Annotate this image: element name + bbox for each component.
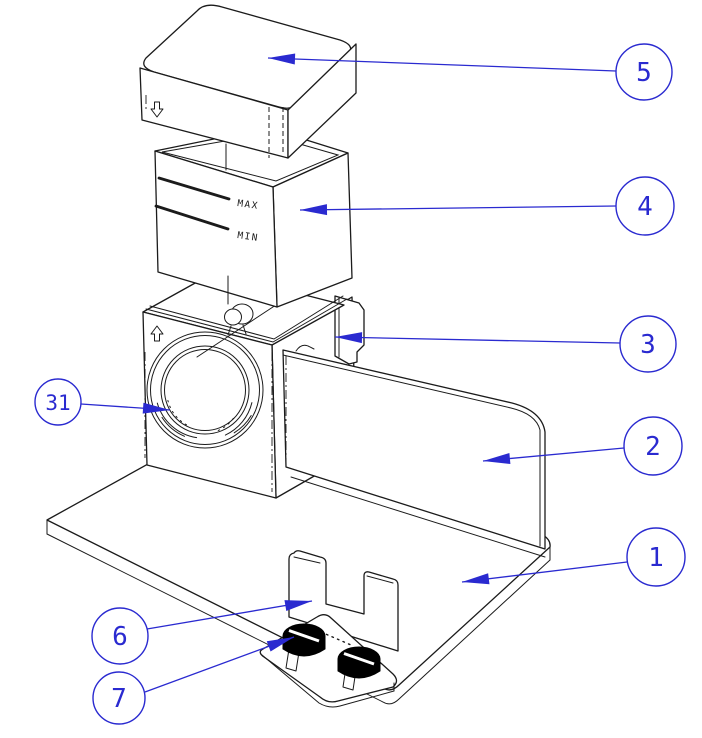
balloon-number: 5	[636, 58, 652, 88]
part-bracket	[334, 295, 365, 365]
balloon-5: 5	[267, 43, 673, 101]
part-lid	[139, 4, 357, 159]
leader-arrowhead	[142, 402, 170, 414]
leader-arrowhead	[284, 600, 312, 611]
balloon-2: 2	[482, 416, 683, 476]
balloon-circle	[615, 176, 675, 236]
balloon-circle	[626, 527, 686, 587]
leader-line	[299, 205, 617, 211]
down-arrow-icon	[150, 101, 164, 118]
balloon-number: 1	[648, 543, 664, 573]
min-label: MIN	[237, 230, 260, 244]
balloon-number: 6	[112, 622, 128, 652]
leader-arrowhead	[462, 573, 490, 585]
balloon-circle	[623, 416, 683, 476]
balloon-number: 2	[645, 432, 661, 462]
part-thumb-screws	[282, 623, 381, 691]
thumb-screw-1	[282, 623, 326, 657]
leader-arrowhead	[483, 453, 511, 464]
balloon-circle	[615, 43, 673, 101]
leader-line	[146, 600, 313, 630]
leader-arrowhead	[335, 332, 363, 344]
balloon-number: 3	[640, 330, 656, 360]
balloon-number: 4	[637, 192, 653, 222]
balloon-3: 3	[334, 315, 677, 373]
balloon-circle	[619, 315, 677, 373]
balloon-31: 31	[34, 378, 171, 426]
balloon-6: 6	[91, 600, 313, 665]
up-arrow-icon	[150, 325, 164, 342]
part-vertical-plate	[282, 344, 546, 558]
balloon-callouts: 5 4 3 2 1 31 6 7	[34, 43, 686, 725]
balloon-4: 4	[299, 176, 675, 236]
balloon-circle	[92, 671, 146, 725]
thumb-screw-2	[337, 646, 381, 679]
balloon-1: 1	[461, 527, 686, 587]
balloon-circle	[91, 607, 149, 665]
balloon-number: 7	[111, 684, 127, 714]
leader-line	[267, 57, 617, 72]
balloon-circle	[34, 378, 82, 426]
leader-line	[461, 561, 628, 583]
leader-line	[334, 336, 621, 344]
balloon-7: 7	[92, 636, 295, 725]
leader-arrowhead	[266, 637, 294, 652]
leader-arrowhead	[268, 53, 296, 65]
leader-arrowhead	[300, 204, 328, 216]
min-level-line	[154, 204, 230, 231]
max-label: MAX	[237, 198, 260, 212]
balloon-number: 31	[45, 391, 70, 415]
max-level-line	[157, 176, 231, 201]
